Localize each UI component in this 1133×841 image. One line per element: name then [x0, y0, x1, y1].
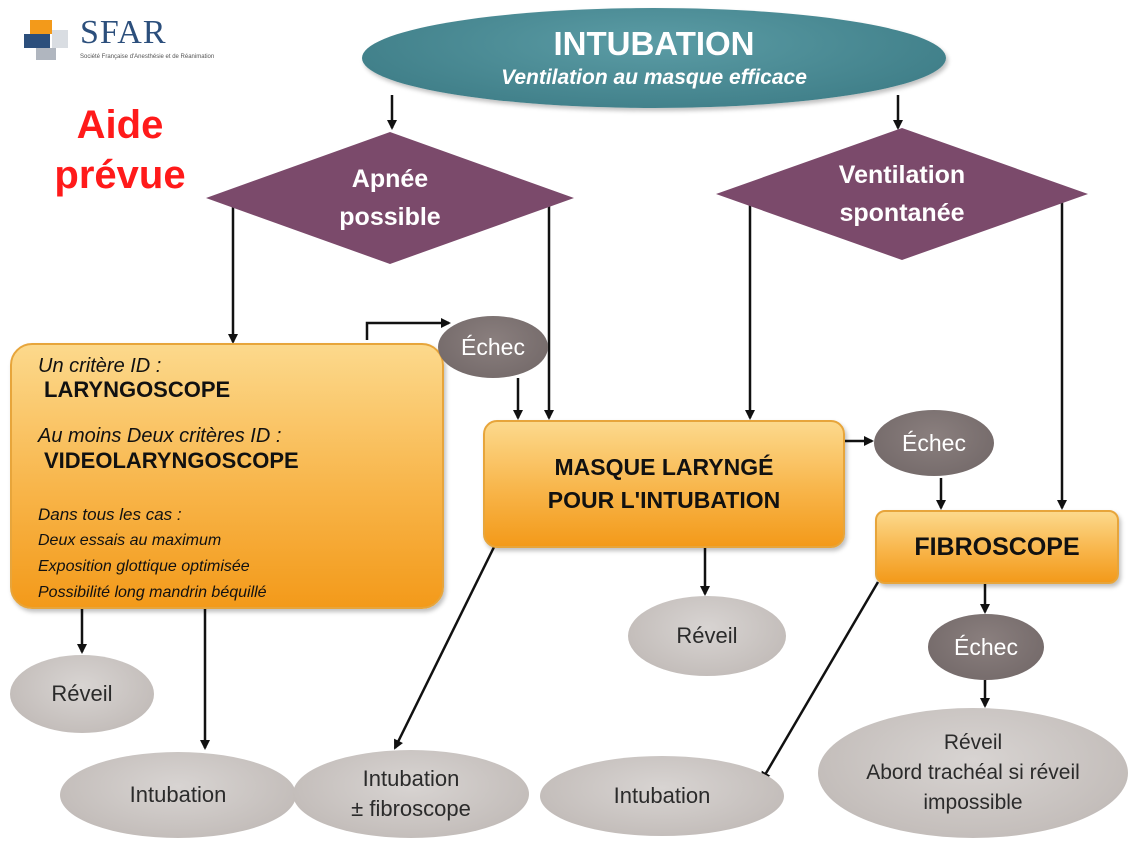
masque-line-1: MASQUE LARYNGÉ — [554, 454, 774, 480]
apnee-diamond: Apnée possible — [204, 130, 576, 266]
masque-larynge-box: MASQUE LARYNGÉ POUR L'INTUBATION — [483, 420, 845, 548]
intubation-left-label: Intubation — [129, 782, 227, 807]
intubation-right-label: Intubation — [613, 783, 711, 808]
apnee-diamond-text: Apnée possible — [204, 130, 576, 266]
echec-1: Échec — [438, 316, 548, 378]
note-2: Exposition glottique optimisée — [38, 558, 250, 575]
spontanee-line-2: spontanée — [839, 199, 965, 227]
reveil-left-label: Réveil — [51, 681, 113, 706]
intubation-fibro-line-1: Intubation — [362, 766, 460, 791]
reveil-right-line-1: Réveil — [943, 731, 1003, 754]
note-1: Deux essais au maximum — [38, 532, 222, 549]
apnee-line-1: Apnée — [351, 165, 429, 193]
sfar-logo: SFAR Société Française d'Anesthésie et d… — [22, 12, 322, 72]
echec-2: Échec — [874, 410, 994, 476]
intubation-fibro-line-2: ± fibroscope — [351, 796, 471, 821]
crit1-label: Un critère ID : — [38, 355, 162, 377]
note-3: Possibilité long mandrin béquillé — [38, 584, 267, 601]
reveil-left: Réveil — [10, 655, 154, 733]
apnee-line-2: possible — [339, 203, 441, 231]
sfar-logo-name: SFAR — [80, 14, 167, 51]
reveil-abord-tracheal: Réveil Abord trachéal si réveil impossib… — [818, 708, 1128, 838]
all-cases-label: Dans tous les cas : — [38, 505, 182, 524]
crit2-label: Au moins Deux critères ID : — [38, 425, 282, 447]
sfar-logo-mark-icon — [24, 20, 68, 60]
arrow-masque-to-intubation-fibro — [393, 544, 497, 750]
intubation-ellipse: INTUBATION Ventilation au masque efficac… — [362, 8, 946, 108]
spontanee-diamond: Ventilation spontanée — [714, 126, 1090, 262]
spontanee-diamond-text: Ventilation spontanée — [714, 126, 1090, 262]
echec-3-label: Échec — [954, 633, 1018, 660]
arrow-fibroscope-to-intubation — [760, 581, 880, 782]
intubation-subtitle: Ventilation au masque efficace — [501, 66, 807, 89]
spontanee-line-1: Ventilation — [838, 161, 966, 189]
laryngoscope-criteria-box: Un critère ID : LARYNGOSCOPE Au moins De… — [10, 343, 444, 609]
reveil-mid: Réveil — [628, 596, 786, 676]
sfar-logo-tagline: Société Française d'Anesthésie et de Réa… — [80, 54, 215, 60]
aide-line-2: prévue — [54, 153, 186, 197]
intubation-title: INTUBATION — [553, 25, 755, 62]
echec-2-label: Échec — [902, 429, 966, 456]
intubation-left: Intubation — [60, 752, 296, 838]
arrow-box-to-echec — [365, 318, 451, 340]
reveil-mid-label: Réveil — [676, 623, 738, 648]
crit1-value: LARYNGOSCOPE — [44, 377, 231, 402]
reveil-right-line-3: impossible — [923, 791, 1023, 814]
crit2-value: VIDEOLARYNGOSCOPE — [44, 448, 299, 473]
spontanee-diamond-shape — [716, 128, 1088, 260]
intubation-fibroscope: Intubation ± fibroscope — [293, 750, 529, 838]
apnee-diamond-shape — [206, 132, 574, 264]
aide-prevue-label: Aide prévue — [40, 100, 200, 200]
masque-line-2: POUR L'INTUBATION — [547, 487, 781, 513]
echec-3: Échec — [928, 614, 1044, 680]
aide-line-1: Aide — [76, 103, 164, 147]
reveil-right-line-2: Abord trachéal si réveil — [866, 761, 1080, 784]
intubation-right: Intubation — [540, 756, 784, 836]
fibroscope-box: FIBROSCOPE — [875, 510, 1119, 584]
fibroscope-label: FIBROSCOPE — [914, 532, 1080, 561]
echec-1-label: Échec — [461, 333, 525, 360]
